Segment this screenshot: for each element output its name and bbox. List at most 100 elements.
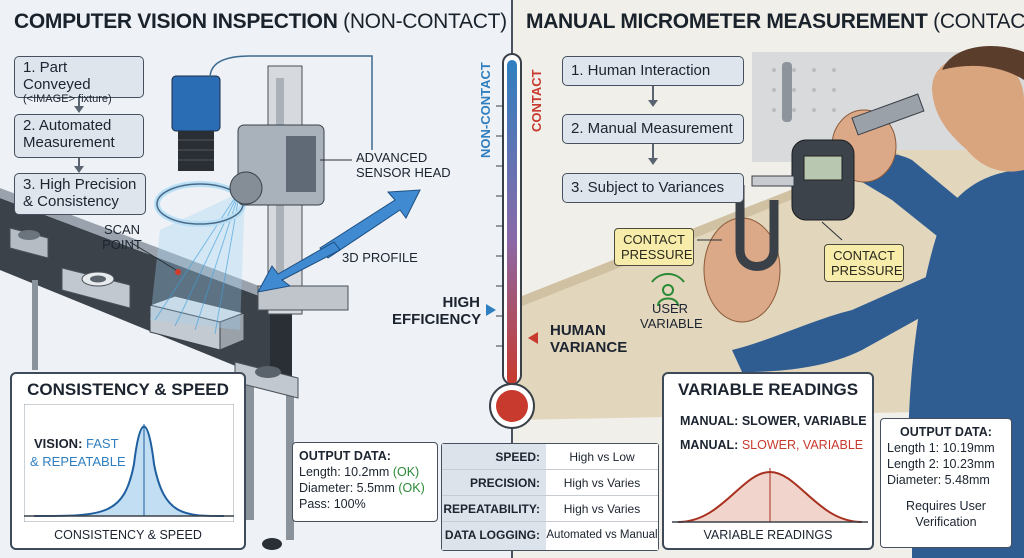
manual-label-1: MANUAL: [680,414,739,428]
right-title: MANUAL MICROMETER MEASUREMENT (CONTACT) [526,10,1024,34]
part-3 [234,361,299,399]
right-step-connector-2 [652,144,654,160]
sensor-head-label: ADVANCED SENSOR HEAD [356,150,451,180]
comparison-row-data-logging: DATA LOGGING: Automated vs Manual [442,522,658,550]
contact-pressure-label-1: CONTACT PRESSURE [614,228,694,266]
vision-value-2: & REPEATABLE [30,454,126,469]
left-step-connector-2 [78,158,80,168]
consistency-curve-fill [34,426,224,516]
left-step-1-sub: (<IMAGE> fixture) [23,93,112,105]
profile-label: 3D PROFILE [342,250,418,265]
comparison-value: Automated vs Manual [546,522,658,550]
manual-value-2: SLOWER, VARIABLE [741,438,864,452]
consistency-card-caption: CONSISTENCY & SPEED [54,528,202,542]
comparison-key: PRECISION: [442,470,546,495]
thermometer [486,53,538,429]
left-step-3: 3. High Precision & Consistency [14,173,146,215]
comparison-key: DATA LOGGING: [442,522,546,550]
vision-label-row: VISION: FAST [34,436,119,451]
comparison-value: High vs Low [546,444,658,469]
right-step-connector-1 [652,86,654,102]
left-output-pass: Pass: 100% [299,497,366,511]
left-output-diameter: Diameter: 5.5mm (OK) [299,480,431,496]
thermometer-fill [507,60,517,384]
camera [171,75,221,171]
left-title-thin: (NON-CONTACT) [343,10,507,33]
arrow-down-icon [74,166,84,173]
thermometer-bulb [496,390,528,422]
left-step-3-label: 3. High Precision & Consistency [23,176,137,210]
variable-curve-chart [672,468,868,523]
arrow-down-icon [74,106,84,113]
left-output-length: Length: 10.2mm (OK) [299,464,431,480]
left-step-1-label: 1. Part Conveyed [23,59,91,93]
left-title-bold: COMPUTER VISION INSPECTION [14,10,338,33]
wrench-icon [782,62,792,122]
computer-vision-panel: COMPUTER VISION INSPECTION (NON-CONTACT)… [0,0,512,558]
right-step-2: 2. Manual Measurement [562,114,744,144]
comparison-key: REPEATABILITY: [442,496,546,521]
comparison-row-speed: SPEED: High vs Low [442,444,658,470]
left-output-diameter-ok: (OK) [398,481,425,495]
left-step-2-label: 2. Automated Measurement [23,117,115,151]
person-arm-left [732,270,952,372]
left-step-1: 1. Part Conveyed (<IMAGE> fixture) [14,56,144,105]
scan-point-label: SCAN POINT [102,222,142,252]
manual-label-2: MANUAL: [680,438,739,452]
comparison-table: SPEED: High vs Low PRECISION: High vs Va… [441,443,659,551]
right-step-3-label: 3. Subject to Variances [571,179,725,196]
comparison-key: SPEED: [442,444,546,469]
right-title-thin: (CONTACT) [933,10,1024,33]
left-step-2: 2. Automated Measurement [14,114,144,158]
right-output-heading: OUTPUT DATA: [900,425,992,439]
right-step-3: 3. Subject to Variances [562,173,744,203]
left-output-length-ok: (OK) [392,465,420,479]
left-title: COMPUTER VISION INSPECTION (NON-CONTACT) [14,10,507,34]
profile-arrow-down [257,241,341,293]
right-output-data: OUTPUT DATA: Length 1: 10.19mm Length 2:… [880,418,1012,548]
left-output-heading: OUTPUT DATA: [299,449,391,463]
contact-label: CONTACT [529,69,544,132]
consistency-card: CONSISTENCY & SPEED VISION: FAST & REPEA… [10,372,246,550]
right-output-note: Requires User Verification [906,499,986,529]
comparison-row-repeatability: REPEATABILITY: High vs Varies [442,496,658,522]
variable-readings-card-caption: VARIABLE READINGS [703,528,833,542]
inspection-illustration [0,55,421,550]
inspected-part [148,295,246,351]
vision-label: VISION: [34,436,83,451]
user-variable-icon [651,273,685,307]
high-efficiency-label: HIGH EFFICIENCY [392,294,482,328]
person-head [932,56,1024,172]
arrow-down-icon [648,158,658,165]
human-variance-label: HUMAN VARIANCE [550,322,628,356]
pointer-left-icon [528,332,538,344]
vision-value: FAST [86,436,119,451]
consistency-curve-chart [24,404,234,522]
manual-row-1: MANUAL: SLOWER, VARIABLE [680,414,867,429]
left-output-length-label: Length: 10.2mm [299,465,390,479]
right-step-1: 1. Human Interaction [562,56,744,86]
person-hair [942,46,1024,80]
consistency-card-title: CONSISTENCY & SPEED [27,380,229,399]
right-step-1-label: 1. Human Interaction [571,62,711,79]
right-output-diameter: Diameter: 5.48mm [887,473,990,487]
comparison-row-precision: PRECISION: High vs Varies [442,470,658,496]
right-step-2-label: 2. Manual Measurement [571,120,733,137]
scan-point-dot [175,269,181,275]
contact-pressure-label-2: CONTACT PRESSURE [824,244,904,282]
right-output-length1: Length 1: 10.19mm [887,441,995,455]
manual-value-1: SLOWER, VARIABLE [741,414,867,428]
pointer-right-icon [486,304,496,316]
manual-row-2: MANUAL: SLOWER, VARIABLE [680,438,863,453]
arrow-down-icon [648,100,658,107]
comparison-value: High vs Varies [546,496,658,521]
right-title-bold: MANUAL MICROMETER MEASUREMENT [526,10,928,33]
noncontact-label: NON-CONTACT [478,62,493,158]
consistency-curve-line [33,425,225,517]
user-variable-label: USER VARIABLE [640,301,703,331]
micrometer [735,93,925,271]
part-1 [9,227,49,259]
comparison-value: High vs Varies [546,470,658,495]
variable-readings-card: VARIABLE READINGS MANUAL: SLOWER, VARIAB… [662,372,874,550]
